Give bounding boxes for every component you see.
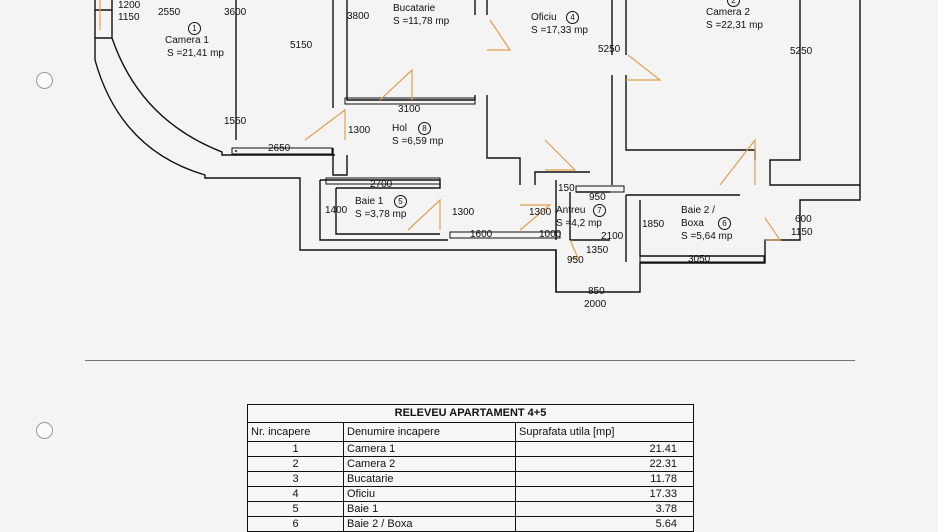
table-row: 3 Bucatarie 11.78 — [247, 471, 694, 487]
table-cell-area: 5.64 — [515, 516, 694, 532]
room-camera2-area: S =22,31 mp — [706, 20, 763, 31]
table-cell-name: Baie 2 / Boxa — [343, 516, 516, 532]
table-cell-nr: 3 — [247, 471, 344, 487]
table-header-nr: Nr. incapere — [247, 422, 344, 442]
room-antreu-name: Antreu — [556, 205, 586, 216]
room-oficiu-area: S =17,33 mp — [531, 25, 588, 36]
binder-hole — [36, 422, 53, 439]
room-baie1-number: 5 — [394, 195, 407, 208]
dimension-label: 1150 — [118, 12, 140, 23]
room-camera1-number: 1 — [188, 22, 201, 35]
dimension-label: 3050 — [688, 254, 711, 265]
dimension-label: 950 — [589, 192, 606, 203]
wall-oficiu — [611, 0, 756, 185]
dimension-label: 600 — [795, 214, 812, 225]
dimension-label: 850 — [588, 286, 605, 297]
dimension-label: 1200 — [118, 0, 141, 11]
dimension-label: 3800 — [347, 11, 370, 22]
table-cell-area: 21.41 — [515, 441, 694, 457]
table-cell-nr: 2 — [247, 456, 344, 472]
room-camera1-name: Camera 1 — [165, 35, 209, 46]
table-row: 6 Baie 2 / Boxa 5.64 — [247, 516, 694, 532]
section-divider — [85, 360, 855, 361]
binder-hole — [36, 72, 53, 89]
room-baie2-area: S =5,64 mp — [681, 231, 733, 242]
wall-bucatarie — [332, 0, 475, 176]
dimension-label: 5150 — [290, 40, 313, 51]
room-bucatarie-area: S =11,78 mp — [393, 16, 450, 27]
dimension-label: 1300 — [452, 207, 475, 218]
dimension-label: 2700 — [370, 179, 393, 190]
table-cell-area: 3.78 — [515, 501, 694, 517]
dimension-label: 1300 — [529, 207, 552, 218]
table-row: 5 Baie 1 3.78 — [247, 501, 694, 517]
table-header-area: Suprafata utila [mp] — [515, 422, 694, 442]
table-cell-nr: 5 — [247, 501, 344, 517]
room-camera2-name: Camera 2 — [706, 7, 750, 18]
dimension-label: 2000 — [584, 299, 607, 310]
wall-outline — [94, 0, 861, 293]
room-baie1-name: Baie 1 — [355, 196, 384, 207]
room-baie1-area: S =3,78 mp — [355, 209, 407, 220]
table-cell-nr: 4 — [247, 486, 344, 502]
dimension-label: 1550 — [224, 116, 247, 127]
room-bucatarie-name: Bucatarie — [393, 3, 436, 14]
table-row: 4 Oficiu 17.33 — [247, 486, 694, 502]
room-hol-name: Hol — [392, 123, 408, 134]
table-header-name: Denumire incapere — [343, 422, 516, 442]
table-row: 1 Camera 1 21.41 — [247, 441, 694, 457]
dimension-label: 1600 — [470, 229, 493, 240]
table-cell-name: Baie 1 — [343, 501, 516, 517]
wall-inner — [111, 0, 335, 156]
dimension-label: 2650 — [268, 143, 291, 154]
table-cell-name: Camera 2 — [343, 456, 516, 472]
table-cell-area: 22.31 — [515, 456, 694, 472]
table-row: 2 Camera 2 22.31 — [247, 456, 694, 472]
room-baie2-number: 6 — [718, 217, 731, 230]
room-hol-number: 8 — [418, 122, 431, 135]
dimension-label: 1300 — [348, 125, 371, 136]
dimension-label: 950 — [567, 255, 584, 266]
table-cell-area: 11.78 — [515, 471, 694, 487]
room-baie2-name-line1: Baie 2 / — [681, 205, 715, 216]
table-cell-name: Bucatarie — [343, 471, 516, 487]
room-oficiu-number: 4 — [566, 11, 579, 24]
dimension-label: 1350 — [586, 245, 609, 256]
dimension-label: 3100 — [398, 104, 421, 115]
table-cell-area: 17.33 — [515, 486, 694, 502]
dimension-label: 5250 — [790, 46, 813, 57]
table-title: RELEVEU APARTAMENT 4+5 — [247, 404, 694, 423]
table-cell-nr: 1 — [247, 441, 344, 457]
table-cell-nr: 6 — [247, 516, 344, 532]
room-hol-area: S =6,59 mp — [392, 136, 444, 147]
dimension-label: 1400 — [325, 205, 348, 216]
room-antreu-number: 7 — [593, 204, 606, 217]
door-swings — [99, 0, 782, 259]
wall-camera2 — [769, 0, 860, 186]
room-oficiu-name: Oficiu — [531, 12, 557, 23]
dimension-label: 1850 — [642, 219, 665, 230]
dimension-label: 3600 — [224, 7, 247, 18]
room-camera1-area: S =21,41 mp — [167, 48, 224, 59]
dimension-label: 1000 — [539, 229, 562, 240]
dimension-label: 5250 — [598, 44, 621, 55]
room-baie2-name-line2: Boxa — [681, 218, 704, 229]
dimension-label: 2100 — [601, 231, 624, 242]
room-area-table: RELEVEU APARTAMENT 4+5 Nr. incapere Denu… — [247, 404, 694, 532]
table-cell-name: Camera 1 — [343, 441, 516, 457]
table-cell-name: Oficiu — [343, 486, 516, 502]
dimension-label: 2550 — [158, 7, 181, 18]
dimension-label: 1150 — [791, 227, 813, 238]
dimension-label: 150 — [558, 183, 575, 194]
room-antreu-area: S =4,2 mp — [556, 218, 602, 229]
